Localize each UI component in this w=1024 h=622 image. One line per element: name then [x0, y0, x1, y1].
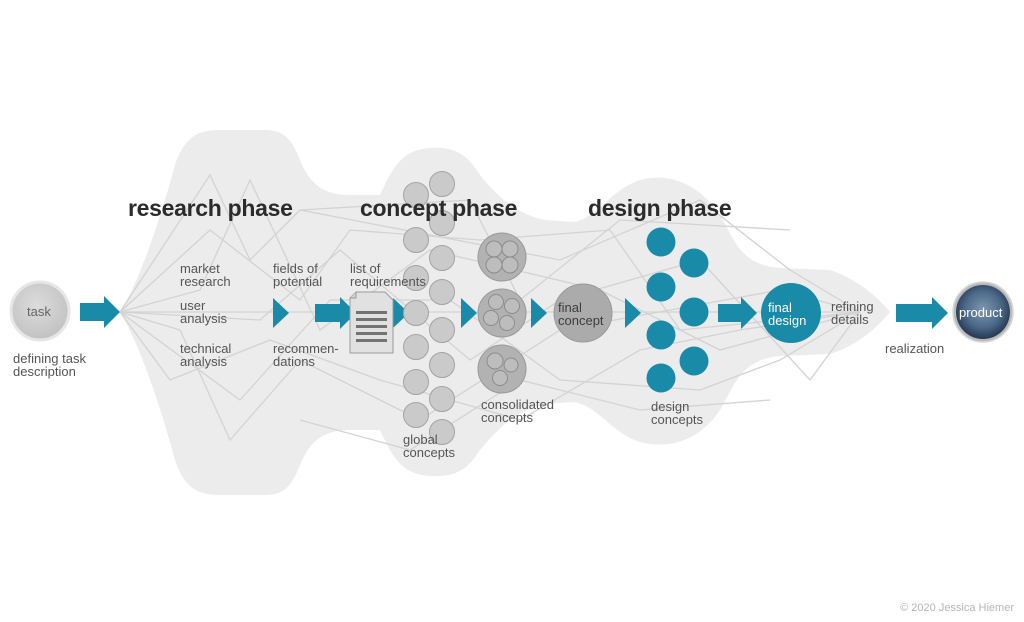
- global-concept-circle: [429, 210, 455, 236]
- final-concept-circle: [553, 283, 613, 343]
- global-concept-circle: [403, 182, 429, 208]
- design-concepts-circles: [646, 227, 709, 393]
- design-concept-circle: [679, 297, 709, 327]
- triangle-right-icon: [531, 298, 547, 328]
- global-concept-circle: [403, 300, 429, 326]
- design-concept-circle: [679, 346, 709, 376]
- consolidated-concepts-circles: [477, 232, 527, 394]
- global-concept-circle: [403, 334, 429, 360]
- consolidated-concepts-label: consolidated concepts: [481, 397, 554, 425]
- triangle-right-icon: [625, 298, 641, 328]
- concept-phase-title: concept phase: [360, 195, 518, 221]
- global-concepts-label: global concepts: [403, 432, 456, 460]
- global-concept-circle: [429, 419, 455, 445]
- global-concept-circle: [403, 402, 429, 428]
- product-label: product: [959, 305, 1003, 320]
- triangle-right-icon: [461, 298, 477, 328]
- technical-analysis-label: technical analysis: [180, 341, 232, 369]
- refining-details-label: refining details: [831, 299, 874, 327]
- task-label: task: [27, 304, 51, 319]
- design-concept-circle: [646, 272, 676, 302]
- design-concept-circle: [646, 363, 676, 393]
- final-design-label: final design: [768, 300, 807, 328]
- final-concept-label: final concept: [558, 300, 604, 328]
- final-design-circle: [761, 283, 821, 343]
- copyright-notice: © 2020 Jessica Hiemer: [900, 602, 1014, 614]
- global-concept-circle: [429, 279, 455, 305]
- global-concept-circle: [403, 265, 429, 291]
- triangle-right-icon: [273, 298, 289, 328]
- global-concept-circle: [403, 369, 429, 395]
- fields-of-potential-label: fields of potential: [273, 261, 323, 289]
- global-concept-circle: [429, 245, 455, 271]
- document-icon: [349, 291, 394, 354]
- task-circle: [9, 280, 71, 342]
- task-caption: defining task description: [13, 351, 86, 379]
- list-of-requirements-label: list of requirements: [350, 261, 426, 289]
- research-phase-title: research phase: [128, 195, 293, 221]
- design-concept-circle: [679, 248, 709, 278]
- arrow-right-icon: [315, 297, 356, 329]
- global-concept-circle: [429, 171, 455, 197]
- market-research-label: market research: [180, 261, 231, 289]
- global-concept-circle: [429, 317, 455, 343]
- design-concept-circle: [646, 227, 676, 257]
- global-concept-circle: [429, 352, 455, 378]
- design-concept-circle: [646, 320, 676, 350]
- design-concepts-label: design concepts: [651, 399, 704, 427]
- triangle-right-icon: [393, 298, 409, 328]
- product-circle: [956, 285, 1010, 339]
- user-analysis-label: user analysis: [180, 298, 227, 326]
- arrow-right-icon: [896, 297, 948, 329]
- arrow-right-icon: [718, 297, 757, 329]
- global-concepts-circles: [403, 171, 455, 445]
- global-concept-circle: [403, 227, 429, 253]
- recommendations-label: recommen- dations: [273, 341, 339, 369]
- arrow-right-icon: [80, 296, 120, 328]
- realization-label: realization: [885, 341, 945, 356]
- design-phase-title: design phase: [588, 195, 732, 221]
- global-concept-circle: [429, 386, 455, 412]
